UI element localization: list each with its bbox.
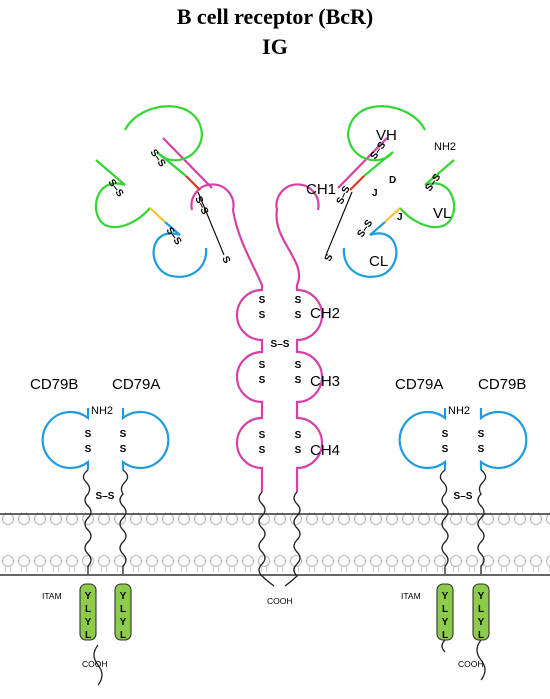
svg-text:S: S — [478, 429, 485, 440]
ss-ch2-left-1: S — [259, 295, 266, 306]
ss-ch4-left-2: S — [259, 445, 266, 456]
cell-membrane — [0, 512, 550, 576]
cd79-left — [41, 408, 170, 686]
label-cl: CL — [369, 253, 388, 270]
label-ch4: CH4 — [310, 442, 340, 459]
ss-ch3-left-1: S — [259, 360, 266, 371]
label-vh: VH — [376, 127, 397, 144]
ss-ch4-left-1: S — [259, 430, 266, 441]
itam-l1: L — [85, 604, 91, 615]
label-ch3: CH3 — [310, 373, 340, 390]
svg-text:Y: Y — [478, 617, 485, 628]
ss-fab-left-3: S–S — [164, 225, 184, 247]
ss-ch2-left-2: S — [259, 310, 266, 321]
label-d: D — [389, 175, 396, 186]
itam-l2: L — [85, 630, 91, 641]
cd79-right — [398, 408, 528, 681]
heavy-chain-left — [190, 183, 264, 492]
svg-text:S: S — [85, 429, 92, 440]
itam-cd79b-right — [472, 583, 490, 641]
ss-fab-left-4: S–S — [192, 195, 210, 217]
cd79-right-labels: CD79A CD79B NH2 S S S S S–S ITAM COOH — [395, 376, 526, 669]
itam-l4: L — [120, 630, 126, 641]
svg-text:S: S — [478, 444, 485, 455]
label-cd79b-right: CD79B — [478, 376, 526, 393]
label-ch1: CH1 — [306, 181, 336, 198]
diagram-title: B cell receptor (BcR) — [176, 4, 374, 29]
svg-text:L: L — [442, 604, 448, 615]
fab-left — [94, 105, 225, 278]
ss-ch3-right-2: S — [295, 375, 302, 386]
label-nh2-right: NH2 — [448, 405, 470, 417]
label-cd79b-left: CD79B — [30, 376, 78, 393]
heavy-disulfides: S S S S S–S S S S S S S S S — [259, 295, 302, 456]
svg-text:S: S — [120, 444, 127, 455]
ss-ch4-right-1: S — [295, 430, 302, 441]
ss-hinge: S–S — [271, 339, 290, 350]
domain-labels: CH1 VH NH2 D J J VL CL CH2 CH3 CH4 COOH — [267, 127, 456, 606]
cd79-right-itams: Y L Y L Y L Y L — [436, 583, 490, 641]
svg-text:Y: Y — [442, 617, 449, 628]
label-ch2: CH2 — [310, 305, 340, 322]
label-j-light: J — [397, 212, 403, 223]
cd79-left-labels: CD79B CD79A NH2 S S S S S–S ITAM COOH — [30, 376, 160, 669]
ss-fab-left-1: S–S — [148, 147, 168, 169]
svg-text:Y: Y — [478, 591, 485, 602]
heavy-chain-right — [275, 183, 324, 492]
label-nh2-left: NH2 — [91, 405, 113, 417]
label-itam-right: ITAM — [401, 591, 421, 601]
fab-disulfides: S–S S–S S–S S–S S S–S S–S S–S S–S S — [106, 140, 444, 266]
ss-cd79-left-stalk: S–S — [96, 491, 115, 502]
itam-cd79a-left — [114, 583, 132, 641]
heavy-tm-left — [258, 491, 275, 587]
label-itam-left: ITAM — [42, 591, 62, 601]
svg-text:S: S — [442, 444, 449, 455]
ss-fab-left-5: S — [219, 255, 232, 266]
label-vl: VL — [433, 205, 451, 222]
svg-text:L: L — [478, 630, 484, 641]
itam-y3: Y — [120, 591, 127, 602]
svg-text:Y: Y — [442, 591, 449, 602]
label-cooh-right: COOH — [458, 659, 484, 669]
label-nh2-ig: NH2 — [434, 141, 456, 153]
itam-y2: Y — [85, 617, 92, 628]
ss-fab-left-2: S–S — [106, 177, 126, 199]
svg-text:S: S — [442, 429, 449, 440]
svg-text:L: L — [478, 604, 484, 615]
ss-ch2-right-1: S — [295, 295, 302, 306]
itam-y1: Y — [85, 591, 92, 602]
label-cooh-ig: COOH — [267, 596, 293, 606]
ss-fab-right-2: S–S — [423, 172, 443, 194]
ss-ch4-right-2: S — [295, 445, 302, 456]
ss-fab-right-5: S — [323, 252, 336, 263]
label-j-heavy: J — [372, 188, 378, 199]
diagram-subtitle: IG — [262, 34, 288, 59]
svg-text:S: S — [85, 444, 92, 455]
label-cooh-left: COOH — [82, 659, 108, 669]
svg-text:L: L — [442, 630, 448, 641]
ss-ch3-right-1: S — [295, 360, 302, 371]
fab-right — [325, 105, 456, 278]
ss-ch2-right-2: S — [295, 310, 302, 321]
ss-ch3-left-2: S — [259, 375, 266, 386]
svg-text:S: S — [120, 429, 127, 440]
ss-fab-right-3: S–S — [355, 218, 375, 240]
ss-cd79-right-stalk: S–S — [454, 491, 473, 502]
itam-l3: L — [120, 604, 126, 615]
itam-y4: Y — [120, 617, 127, 628]
itam-cd79b-left — [79, 583, 97, 641]
label-cd79a-right: CD79A — [395, 376, 443, 393]
label-cd79a-left: CD79A — [112, 376, 160, 393]
cd79-left-itams: Y L Y L Y L Y L — [79, 583, 132, 641]
heavy-chains — [190, 183, 324, 587]
itam-cd79a-right — [436, 583, 454, 641]
heavy-tm-right — [284, 491, 301, 587]
